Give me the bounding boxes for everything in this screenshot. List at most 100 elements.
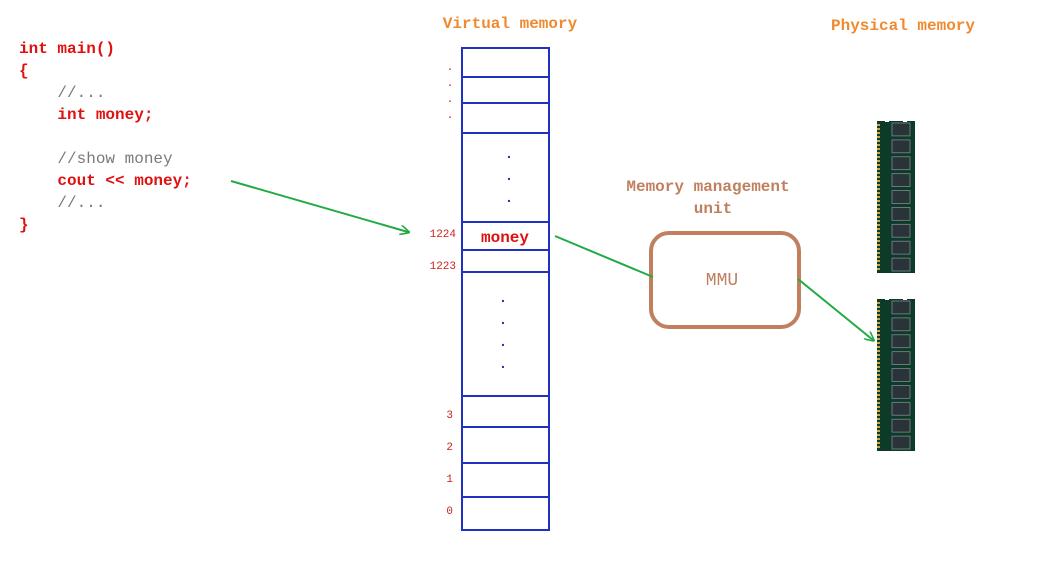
ram-pin bbox=[877, 152, 880, 154]
ram-chip bbox=[891, 368, 911, 382]
ram-pin bbox=[877, 378, 880, 380]
ram-pin bbox=[877, 236, 880, 238]
ram-pin bbox=[877, 338, 880, 340]
ram-pin bbox=[877, 386, 880, 388]
address-dot: . bbox=[447, 110, 454, 122]
ram-pin bbox=[877, 362, 880, 364]
ram-chip bbox=[891, 190, 911, 204]
code-line: cout << money; bbox=[19, 172, 192, 190]
ram-chip bbox=[891, 240, 911, 255]
ram-pin bbox=[877, 168, 880, 170]
ram-pin bbox=[877, 322, 880, 324]
ram-chip bbox=[891, 401, 911, 416]
ram-pin bbox=[877, 430, 880, 432]
ram-notch bbox=[885, 119, 889, 122]
ram-pin bbox=[877, 390, 880, 392]
ram-pin bbox=[877, 406, 880, 408]
code-line: //... bbox=[19, 84, 105, 102]
address-label-3: 3 bbox=[446, 410, 453, 422]
ram-chip bbox=[891, 223, 911, 238]
address-dot: . bbox=[447, 78, 454, 90]
ram-pin bbox=[877, 438, 880, 440]
ellipsis-dot: . bbox=[499, 313, 507, 329]
ram-pin bbox=[877, 310, 880, 312]
ram-module-icon bbox=[877, 119, 915, 273]
ram-pin bbox=[877, 248, 880, 250]
ram-pin bbox=[877, 422, 880, 424]
ram-chip bbox=[891, 173, 911, 187]
code-line: int main() bbox=[19, 40, 115, 58]
mmu-title-line2: unit bbox=[694, 200, 732, 218]
ram-pin bbox=[877, 302, 880, 304]
ram-pin bbox=[877, 204, 880, 206]
ram-pin bbox=[877, 446, 880, 448]
ram-pin bbox=[877, 326, 880, 328]
ram-pin bbox=[877, 164, 880, 166]
mmu-title-line1: Memory management bbox=[626, 178, 789, 196]
ram-pin bbox=[877, 374, 880, 376]
ellipsis-dot: . bbox=[499, 335, 507, 351]
code-line: { bbox=[19, 62, 29, 80]
ram-pin bbox=[877, 180, 880, 182]
ram-pin bbox=[877, 350, 880, 352]
ram-pin bbox=[877, 394, 880, 396]
ram-pin bbox=[877, 124, 880, 126]
ram-pin bbox=[877, 414, 880, 416]
ram-pin bbox=[877, 192, 880, 194]
ram-chip bbox=[891, 300, 911, 315]
ram-pin bbox=[877, 334, 880, 336]
connector-virtual-to-mmu bbox=[554, 235, 654, 278]
ram-pin bbox=[877, 228, 880, 230]
ram-chip bbox=[891, 385, 911, 399]
ram-pin bbox=[877, 160, 880, 162]
ram-pin bbox=[877, 264, 880, 266]
ram-chip bbox=[891, 139, 911, 154]
ram-chip bbox=[891, 334, 911, 349]
arrow-code-to-virtual bbox=[230, 180, 408, 232]
virtual-memory-title: Virtual memory bbox=[443, 15, 578, 33]
address-label-1223: 1223 bbox=[430, 261, 456, 273]
address-label-2: 2 bbox=[446, 442, 453, 454]
address-dot: . bbox=[447, 94, 454, 106]
ram-pin bbox=[877, 144, 880, 146]
ram-pin bbox=[877, 410, 880, 412]
ram-chip bbox=[891, 351, 911, 365]
ram-pin bbox=[877, 330, 880, 332]
ram-pin bbox=[877, 136, 880, 138]
ram-pin bbox=[877, 156, 880, 158]
code-line: //... bbox=[19, 194, 105, 212]
ram-notch bbox=[903, 119, 907, 122]
ellipsis-dot: . bbox=[505, 191, 513, 207]
ram-chip bbox=[891, 435, 911, 450]
money-cell-label: money bbox=[481, 229, 529, 247]
address-dot: . bbox=[447, 62, 454, 74]
ram-chip bbox=[891, 257, 911, 272]
ram-notch bbox=[885, 297, 889, 300]
ram-pin bbox=[877, 232, 880, 234]
ram-pin bbox=[877, 212, 880, 214]
ram-pin bbox=[877, 216, 880, 218]
arrow-mmu-to-physical bbox=[797, 278, 873, 340]
ram-pin bbox=[877, 208, 880, 210]
ram-pin bbox=[877, 188, 880, 190]
code-line: //show money bbox=[19, 150, 173, 168]
ram-pin bbox=[877, 358, 880, 360]
virtual-memory-outline bbox=[461, 47, 550, 531]
ram-module-icon bbox=[877, 297, 915, 451]
ram-chip bbox=[891, 122, 911, 137]
ram-chip bbox=[891, 418, 911, 433]
ram-pin bbox=[877, 314, 880, 316]
ram-pin bbox=[877, 140, 880, 142]
ram-pin bbox=[877, 224, 880, 226]
ram-pin bbox=[877, 434, 880, 436]
ram-pin bbox=[877, 240, 880, 242]
ram-chip bbox=[891, 156, 911, 171]
ram-pin bbox=[877, 370, 880, 372]
ram-pin bbox=[877, 260, 880, 262]
ram-pin bbox=[877, 256, 880, 258]
ram-pin bbox=[877, 346, 880, 348]
ellipsis-dot: . bbox=[505, 169, 513, 185]
ram-pin bbox=[877, 252, 880, 254]
mmu-label: MMU bbox=[706, 271, 738, 291]
